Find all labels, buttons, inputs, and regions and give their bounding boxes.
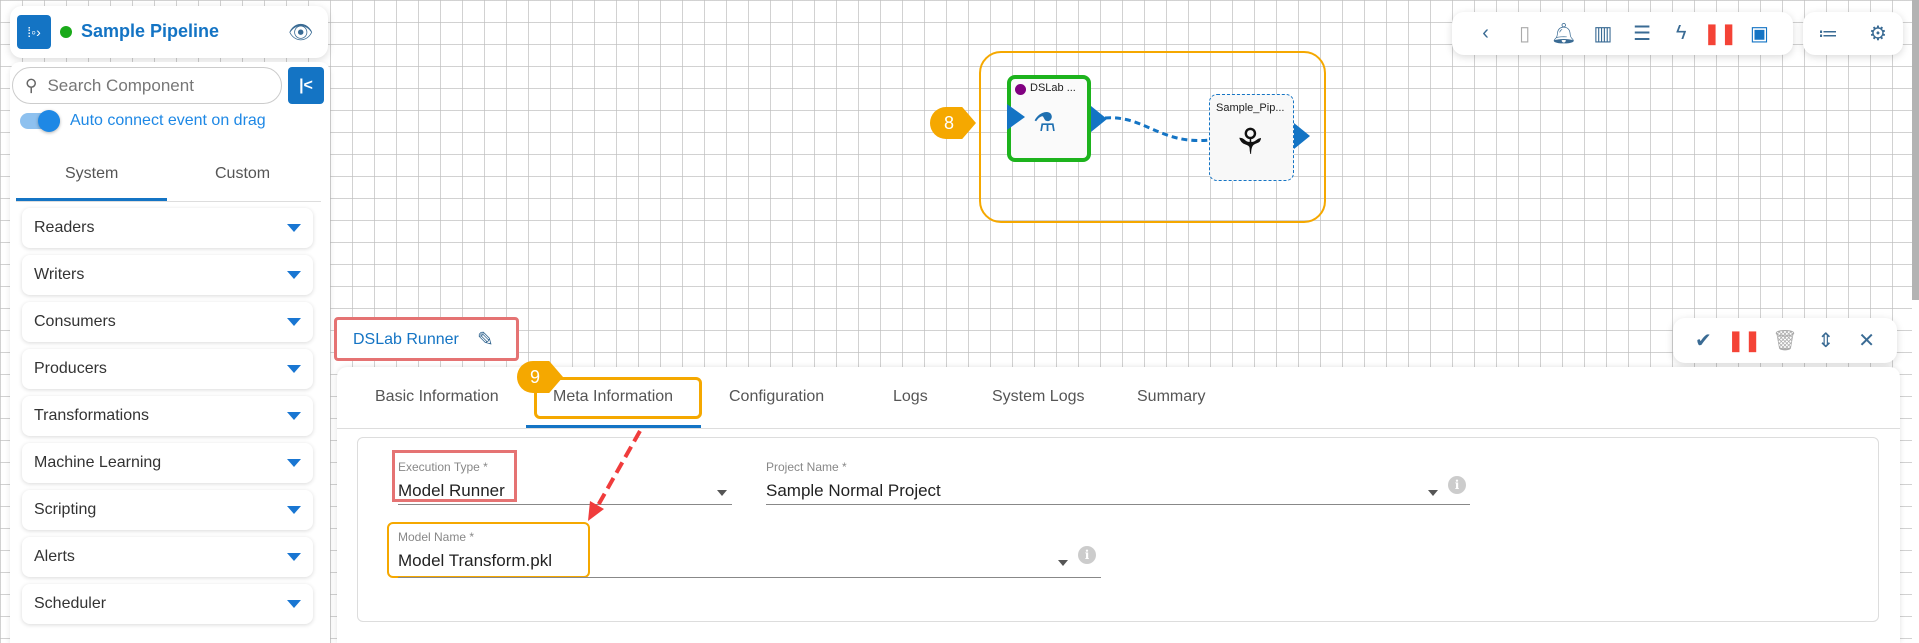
comment-list-icon[interactable]: ☰ [1633, 23, 1652, 45]
panel-actions: ✔ ❚❚ 🗑︎ ⇕ ✕ [1673, 318, 1897, 363]
sidebar-item-scheduler[interactable]: Scheduler [22, 584, 313, 624]
chevron-left-icon[interactable]: ‹ [1482, 22, 1489, 44]
pause-icon[interactable]: ❚❚ [1727, 330, 1761, 352]
component-name-tab: DSLab Runner ✎ [334, 317, 519, 361]
component-name: DSLab Runner [353, 331, 459, 348]
execution-type-highlight [392, 450, 517, 502]
component-panel [337, 367, 1900, 643]
chevron-down-icon [287, 459, 301, 467]
tab-configuration[interactable]: Configuration [729, 388, 825, 405]
expand-icon[interactable]: ⇕ [1817, 330, 1835, 352]
search-input[interactable]: ⚲ Search Component [12, 67, 282, 104]
bar-chart-icon[interactable]: ▥ [1593, 23, 1613, 45]
project-name-select[interactable]: Sample Normal Project [766, 481, 941, 500]
gear-icon[interactable]: ⚙ [1869, 23, 1887, 45]
tab-logs[interactable]: Logs [893, 388, 928, 405]
chevron-down-icon [287, 365, 301, 373]
auto-connect-label: Auto connect event on drag [70, 112, 266, 129]
active-tab-indicator [16, 198, 167, 201]
active-tab-indicator [526, 425, 701, 428]
search-icon: ⚲ [25, 75, 38, 95]
save-icon[interactable]: ▣ [1749, 23, 1769, 45]
tab-meta-information[interactable]: Meta Information [553, 388, 674, 405]
kafka-icon: ⚘ [1234, 121, 1267, 162]
sidebar-item-readers[interactable]: Readers [22, 208, 313, 248]
pipeline-toolbar: ‹ ▯ 🔔︎ ▥ ☰ ϟ ❚❚ ▣ [1452, 12, 1793, 55]
scrollbar[interactable] [1912, 0, 1919, 300]
node-status-icon [1015, 84, 1026, 95]
dropdown-arrow-icon [717, 490, 727, 496]
sidebar-item-transformations[interactable]: Transformations [22, 396, 313, 436]
collapse-sidebar-button[interactable]: |< [288, 67, 324, 104]
dslab-node[interactable]: DSLab ... ⚗ [1007, 75, 1091, 162]
model-name-label: Model Name * [398, 530, 475, 544]
status-dot-icon [60, 26, 72, 38]
list-icon[interactable]: ≔ [1818, 23, 1838, 45]
chevron-down-icon [287, 318, 301, 326]
sidebar-item-consumers[interactable]: Consumers [22, 302, 313, 342]
chevron-down-icon [287, 224, 301, 232]
execution-type-label: Execution Type * [398, 460, 488, 474]
pipeline-header: ⁞◦› Sample Pipeline 👁 [10, 6, 328, 58]
eye-icon[interactable]: 👁 [288, 22, 314, 44]
annotation-arrow [588, 430, 642, 521]
sidebar-item-alerts[interactable]: Alerts [22, 537, 313, 577]
trash-icon[interactable]: 🗑︎ [1772, 330, 1798, 352]
tab-basic-information[interactable]: Basic Information [375, 388, 499, 405]
kafka-event-node[interactable]: Sample_Pip... ⚘ [1209, 94, 1294, 181]
chevron-down-icon [287, 553, 301, 561]
info-icon[interactable]: i [1448, 476, 1466, 494]
input-port-icon [1007, 104, 1025, 130]
chevron-down-icon [287, 600, 301, 608]
node-label: DSLab ... [1030, 82, 1076, 94]
mobile-upload-icon[interactable]: ▯ [1519, 23, 1531, 45]
output-port-icon[interactable] [1294, 123, 1310, 149]
sidebar-item-scripting[interactable]: Scripting [22, 490, 313, 530]
output-port-icon[interactable] [1091, 106, 1107, 132]
bell-alert-icon[interactable]: 🔔︎ [1551, 23, 1577, 45]
tab-summary[interactable]: Summary [1137, 388, 1206, 405]
tab-system-logs[interactable]: System Logs [992, 388, 1085, 405]
dropdown-arrow-icon [1428, 490, 1438, 496]
info-icon[interactable]: i [1078, 546, 1096, 564]
edit-pencil-icon[interactable]: ✎ [477, 329, 494, 351]
close-icon[interactable]: ✕ [1858, 330, 1875, 352]
execution-type-select[interactable]: Model Runner [398, 481, 505, 500]
pipeline-logo-icon: ⁞◦› [17, 15, 51, 49]
chevron-down-icon [287, 506, 301, 514]
tab-system[interactable]: System [65, 165, 119, 182]
node-label: Sample_Pip... [1216, 102, 1285, 114]
sidebar-item-machine-learning[interactable]: Machine Learning [22, 443, 313, 483]
connection-line [1104, 116, 1211, 143]
pipeline-title: Sample Pipeline [81, 21, 220, 41]
pause-icon[interactable]: ❚❚ [1703, 23, 1738, 45]
project-name-underline [766, 504, 1470, 505]
sidebar-item-producers[interactable]: Producers [22, 349, 313, 389]
chevron-down-icon [287, 412, 301, 420]
pipeline-group-highlight [979, 51, 1326, 223]
meta-tab-highlight [534, 377, 702, 419]
lightning-icon[interactable]: ϟ [1675, 22, 1687, 44]
component-sidebar: ⚲ Search Component |< Auto connect event… [10, 62, 330, 643]
dropdown-arrow-icon [1058, 560, 1068, 566]
settings-toolbar: ≔ ⚙ [1803, 12, 1903, 55]
validate-check-icon[interactable]: ✔ [1695, 330, 1712, 352]
model-name-select[interactable]: Model Transform.pkl [398, 551, 552, 570]
chevron-down-icon [287, 271, 301, 279]
dslab-icon: ⚗ [1033, 107, 1057, 137]
meta-form [357, 437, 1879, 622]
sidebar-item-writers[interactable]: Writers [22, 255, 313, 295]
auto-connect-toggle[interactable] [20, 110, 60, 132]
tab-custom[interactable]: Custom [215, 165, 271, 182]
project-name-label: Project Name * [766, 460, 847, 474]
execution-type-underline [398, 504, 732, 505]
search-placeholder: Search Component [47, 75, 194, 95]
model-name-underline [398, 577, 1101, 578]
